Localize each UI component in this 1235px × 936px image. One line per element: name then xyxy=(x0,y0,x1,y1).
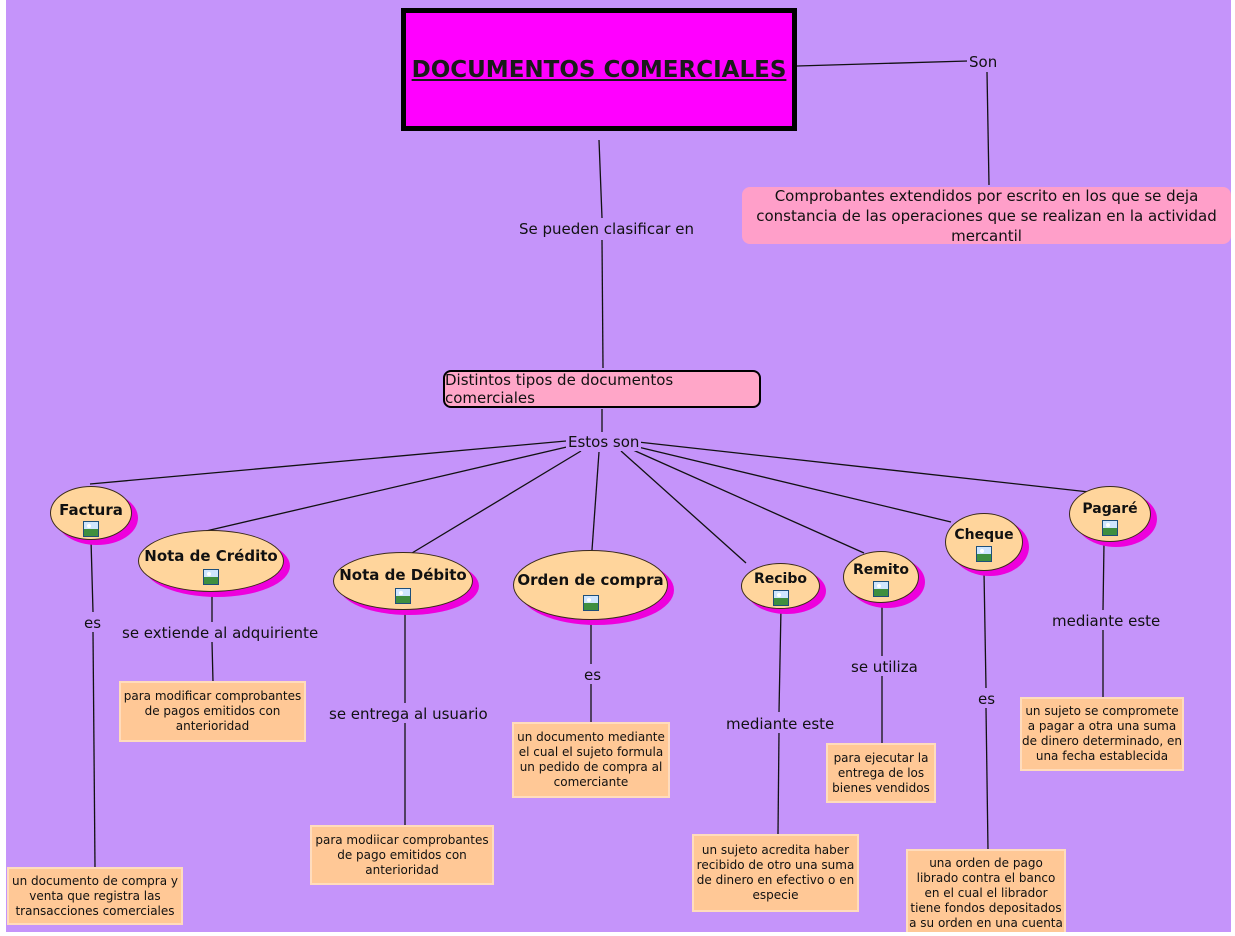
link-label: se entrega al usuario xyxy=(327,705,490,723)
connector-line xyxy=(591,451,600,551)
concept-factura: Factura xyxy=(50,486,132,540)
link-label: mediante este xyxy=(724,715,837,733)
types-box-text: Distintos tipos de documentos comerciale… xyxy=(445,371,674,407)
connector-line xyxy=(985,707,989,851)
definition-box: Comprobantes extendidos por escrito en l… xyxy=(742,186,1231,245)
link-label: se utiliza xyxy=(849,658,920,676)
description-text: un sujeto acredita haber recibido de otr… xyxy=(696,843,855,902)
description-text: para ejecutar la entrega de los bienes v… xyxy=(832,750,930,795)
description-text: para modificar comprobantes de pagos emi… xyxy=(123,689,302,733)
link-label-clasificar: Se pueden clasificar en xyxy=(517,220,696,238)
description-note: para modificar comprobantes de pagos emi… xyxy=(121,683,304,740)
description-note: para ejecutar la entrega de los bienes v… xyxy=(828,745,934,801)
description-note: un documento de compra y venta que regis… xyxy=(9,869,181,923)
concept-label: Pagaré xyxy=(1082,501,1138,517)
description-note: para modiicar comprobantes de pago emiti… xyxy=(312,827,492,883)
concept-label: Cheque xyxy=(954,527,1014,543)
concept-label: Factura xyxy=(59,501,123,519)
link-label: es xyxy=(82,614,104,632)
connector-line xyxy=(90,539,94,613)
connector-line xyxy=(92,631,96,869)
connector-line xyxy=(598,139,603,219)
image-icon[interactable] xyxy=(203,569,219,585)
image-icon[interactable] xyxy=(873,581,889,597)
connector-line xyxy=(986,71,990,186)
image-icon[interactable] xyxy=(772,590,789,606)
concept-map-canvas: DOCUMENTOS COMERCIALES Son Comprobantes … xyxy=(6,0,1231,932)
concept-label: Recibo xyxy=(753,571,807,587)
connector-line xyxy=(637,441,1090,493)
connector-lines xyxy=(89,60,1105,869)
image-icon[interactable] xyxy=(395,588,411,604)
image-icon[interactable] xyxy=(582,595,599,611)
description-text: para modiicar comprobantes de pago emiti… xyxy=(315,832,489,877)
connector-line xyxy=(796,60,969,67)
link-label: se extiende al adquiriente xyxy=(120,624,321,642)
connector-line xyxy=(778,607,782,713)
types-box: Distintos tipos de documentos comerciale… xyxy=(443,370,761,408)
description-text: un sujeto se compromete a pagar a otra u… xyxy=(1022,704,1182,763)
connector-line xyxy=(211,641,214,683)
link-label: mediante este xyxy=(1050,612,1163,630)
concept-nota-de-credito: Nota de Crédito xyxy=(138,530,284,592)
description-text: un documento mediante el cual el sujeto … xyxy=(517,730,665,789)
connector-line xyxy=(777,731,780,835)
image-icon[interactable] xyxy=(83,521,99,537)
map-title: DOCUMENTOS COMERCIALES xyxy=(411,56,787,83)
description-text: una orden de pago librado contra el banc… xyxy=(909,855,1063,930)
description-note: un documento mediante el cual el sujeto … xyxy=(514,724,668,796)
description-note: un sujeto acredita haber recibido de otr… xyxy=(694,836,857,910)
link-label-son: Son xyxy=(967,53,1000,71)
concept-pagare: Pagaré xyxy=(1069,486,1151,542)
description-note: un sujeto se compromete a pagar a otra u… xyxy=(1022,699,1182,769)
description-text: un documento de compra y venta que regis… xyxy=(12,873,178,918)
definition-text: Comprobantes extendidos por escrito en l… xyxy=(756,186,1217,245)
connector-line xyxy=(406,450,582,557)
concept-label: Orden de compra xyxy=(517,571,664,589)
connector-line xyxy=(1102,542,1105,611)
connector-line xyxy=(632,449,865,554)
description-note: una orden de pago librado contra el banc… xyxy=(908,851,1064,932)
connector-line xyxy=(637,446,952,523)
concept-nota-de-debito: Nota de Débito xyxy=(333,552,473,610)
title-box: DOCUMENTOS COMERCIALES xyxy=(401,8,797,131)
concept-orden-de-compra: Orden de compra xyxy=(513,550,668,620)
concept-cheque: Cheque xyxy=(945,513,1023,571)
image-icon[interactable] xyxy=(1102,520,1118,536)
link-label: es xyxy=(976,690,998,708)
link-label: es xyxy=(582,666,604,684)
link-label-estos-son: Estos son xyxy=(566,433,642,451)
image-icon[interactable] xyxy=(976,546,992,562)
concept-recibo: Recibo xyxy=(741,563,820,609)
concept-label: Remito xyxy=(853,562,909,578)
concept-remito: Remito xyxy=(843,551,919,603)
connector-line xyxy=(983,571,987,689)
connector-line xyxy=(89,440,567,485)
connector-line xyxy=(620,450,747,564)
connector-line xyxy=(601,239,604,369)
connector-line xyxy=(205,445,572,532)
concept-label: Nota de Crédito xyxy=(144,547,278,565)
concept-label: Nota de Débito xyxy=(339,566,467,584)
